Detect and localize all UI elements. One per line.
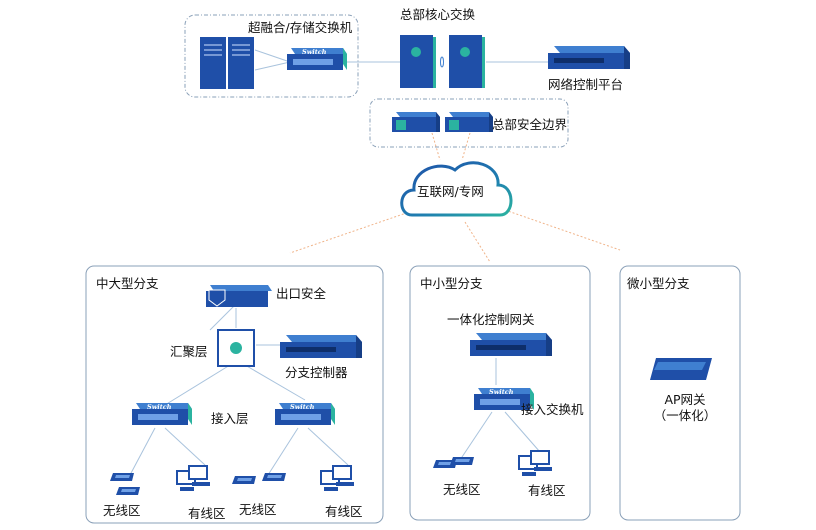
branch-controller-label: 分支控制器 bbox=[285, 365, 348, 380]
branch-box-small bbox=[619, 265, 741, 521]
switch-label: Switch bbox=[147, 403, 172, 411]
server-icon bbox=[200, 37, 254, 89]
security-boundary-box bbox=[369, 98, 569, 148]
switch-label: Switch bbox=[489, 388, 514, 396]
aggregation-layer-label: 汇聚层 bbox=[170, 344, 208, 359]
hci-group-box bbox=[184, 14, 359, 98]
hq-links bbox=[209, 49, 550, 331]
firewall-icon bbox=[445, 112, 493, 132]
pc-icon bbox=[518, 450, 552, 476]
ap-gateway-label: AP网关 bbox=[664, 392, 706, 407]
wireless-ap-icon bbox=[450, 457, 474, 465]
wireless-ap-icon bbox=[262, 473, 286, 481]
zone-label: 有线区 bbox=[325, 504, 363, 519]
network-control-platform-label: 网络控制平台 bbox=[548, 77, 624, 92]
ap-gateway-sublabel: （一体化） bbox=[653, 408, 717, 423]
network-control-platform-icon bbox=[548, 46, 630, 69]
pc-icon bbox=[320, 465, 354, 491]
zone-label: 有线区 bbox=[188, 506, 226, 521]
access-switch-label: 接入交换机 bbox=[521, 402, 584, 417]
branch-box-medium bbox=[409, 265, 591, 521]
switch-label: Switch bbox=[290, 403, 315, 411]
zone-label: 无线区 bbox=[239, 502, 277, 517]
branch-controller-icon bbox=[280, 335, 362, 358]
internet-label: 互联网/专网 bbox=[417, 184, 484, 199]
zone-label: 无线区 bbox=[103, 503, 141, 518]
branch-links bbox=[129, 308, 541, 476]
access-layer-label: 接入层 bbox=[211, 411, 249, 426]
wireless-ap-icon bbox=[116, 487, 140, 495]
aggregation-switch-icon bbox=[217, 329, 255, 367]
integrated-gateway-label: 一体化控制网关 bbox=[447, 312, 535, 327]
ap-gateway-icon bbox=[650, 358, 712, 380]
core-switch-icon bbox=[400, 35, 485, 88]
wireless-ap-icon bbox=[110, 473, 134, 481]
pc-icon bbox=[176, 465, 210, 491]
firewall-icon bbox=[392, 112, 440, 132]
wireless-ap-icon bbox=[232, 476, 256, 484]
integrated-gateway-icon bbox=[470, 333, 552, 356]
branch-title: 中小型分支 bbox=[420, 276, 483, 291]
cloud-icon bbox=[400, 161, 513, 217]
egress-security-icon bbox=[206, 285, 272, 307]
branch-box-large bbox=[85, 265, 384, 524]
branch-title: 微小型分支 bbox=[627, 276, 690, 291]
hci-switch-label: 超融合/存储交换机 bbox=[248, 20, 353, 35]
zone-label: 无线区 bbox=[443, 482, 481, 497]
egress-security-label: 出口安全 bbox=[276, 286, 327, 301]
switch-label: Switch bbox=[302, 48, 327, 56]
zone-label: 有线区 bbox=[528, 483, 566, 498]
branch-title: 中大型分支 bbox=[96, 276, 159, 291]
wan-links bbox=[289, 132, 621, 263]
security-boundary-label: 总部安全边界 bbox=[492, 117, 568, 132]
core-switch-label: 总部核心交换 bbox=[400, 7, 476, 22]
